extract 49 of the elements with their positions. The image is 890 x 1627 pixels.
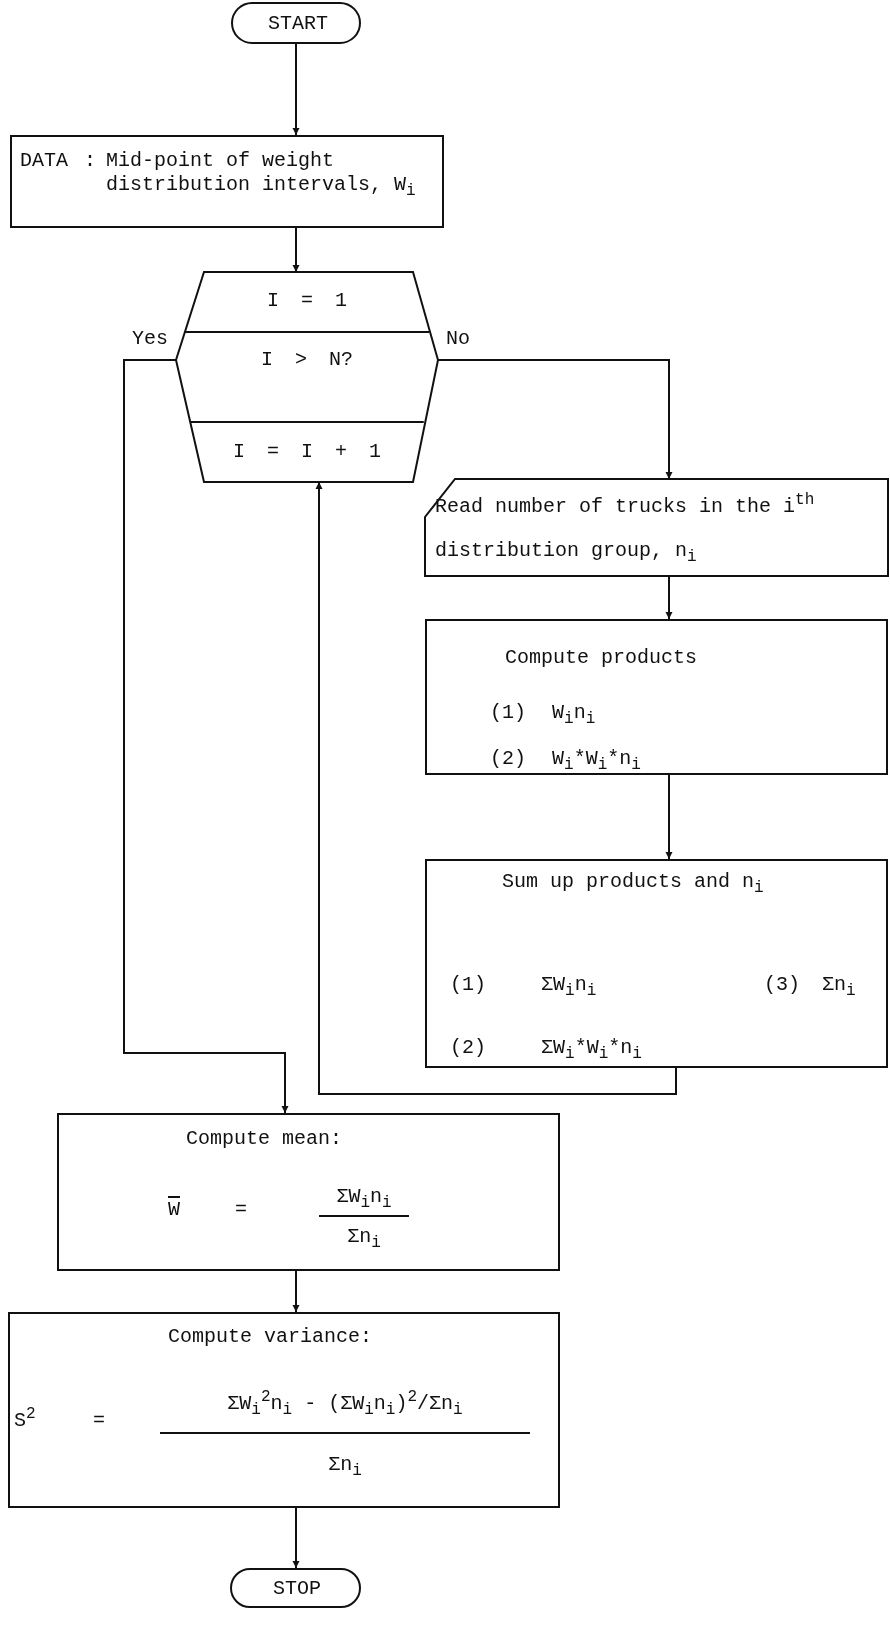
node-text: (1) xyxy=(490,701,526,725)
node-text: Read number of trucks in the i$^{th}$ distribution group, n$_{i}$ xyxy=(435,490,816,568)
input-card xyxy=(425,479,888,576)
decision-hexagon xyxy=(176,272,438,482)
node-text: Compute variance: xyxy=(168,1325,373,1349)
arrow xyxy=(665,575,673,620)
node-text: ΣW$_{i}$$^{2}$n$_{i}$ - (ΣW$_{i}$n$_{i}$)$^{2}$/Σn$_{i}$ xyxy=(227,1392,463,1416)
condition-text: I = 1 xyxy=(267,289,347,313)
node-text: (1) xyxy=(450,973,486,997)
node-text: W$_{i}$*W$_{i}$*n$_{i}$ xyxy=(552,747,641,771)
stop-terminal xyxy=(230,1568,361,1608)
arrow xyxy=(315,481,677,1095)
node-text: Σn$_{i}$ xyxy=(822,973,856,997)
start-terminal xyxy=(231,2,361,44)
process-box xyxy=(8,1312,560,1508)
node-text: Mid-point of weight distribution intervals, W$_{i}$ xyxy=(106,149,417,197)
process-box xyxy=(425,619,888,775)
node-text: Compute mean: xyxy=(186,1127,343,1151)
node-text: = xyxy=(235,1198,247,1222)
node-text: (2) xyxy=(450,1036,486,1060)
arrow xyxy=(292,227,300,273)
arrow xyxy=(665,774,673,860)
process-box xyxy=(425,859,888,1068)
node-text: (3) xyxy=(764,973,800,997)
condition-text: I > N? xyxy=(261,348,353,372)
arrow xyxy=(292,1270,300,1313)
condition-text: I = I + 1 xyxy=(233,440,381,464)
data-box xyxy=(10,135,444,228)
terminal-label: START xyxy=(268,12,328,36)
node-text: W$_{i}$n$_{i}$ xyxy=(552,701,596,725)
node-text: ΣW$_{i}$n$_{i}$ xyxy=(336,1185,392,1209)
node-text: Σn$_{i}$ xyxy=(347,1225,381,1249)
arrow xyxy=(292,1507,300,1569)
node-text: : xyxy=(84,149,96,173)
node-text: Σn$_{i}$ xyxy=(328,1453,362,1477)
node-text: ΣW$_{i}$n$_{i}$ xyxy=(541,973,597,997)
node-text: Compute products xyxy=(505,646,698,670)
node-text: ΣW$_{i}$*W$_{i}$*n$_{i}$ xyxy=(541,1036,642,1060)
arrow xyxy=(292,43,300,136)
node-text: (2) xyxy=(490,747,526,771)
terminal-label: STOP xyxy=(273,1577,321,1601)
process-box xyxy=(57,1113,560,1271)
arrow xyxy=(437,359,673,480)
node-text: DATA xyxy=(20,149,68,173)
node-text: Sum up products and n$_{i}$ xyxy=(502,870,764,894)
node-text: S$^{2}$ xyxy=(14,1409,36,1433)
node-text: = xyxy=(93,1409,105,1433)
arrow xyxy=(123,359,289,1114)
node-text: W xyxy=(168,1198,180,1222)
